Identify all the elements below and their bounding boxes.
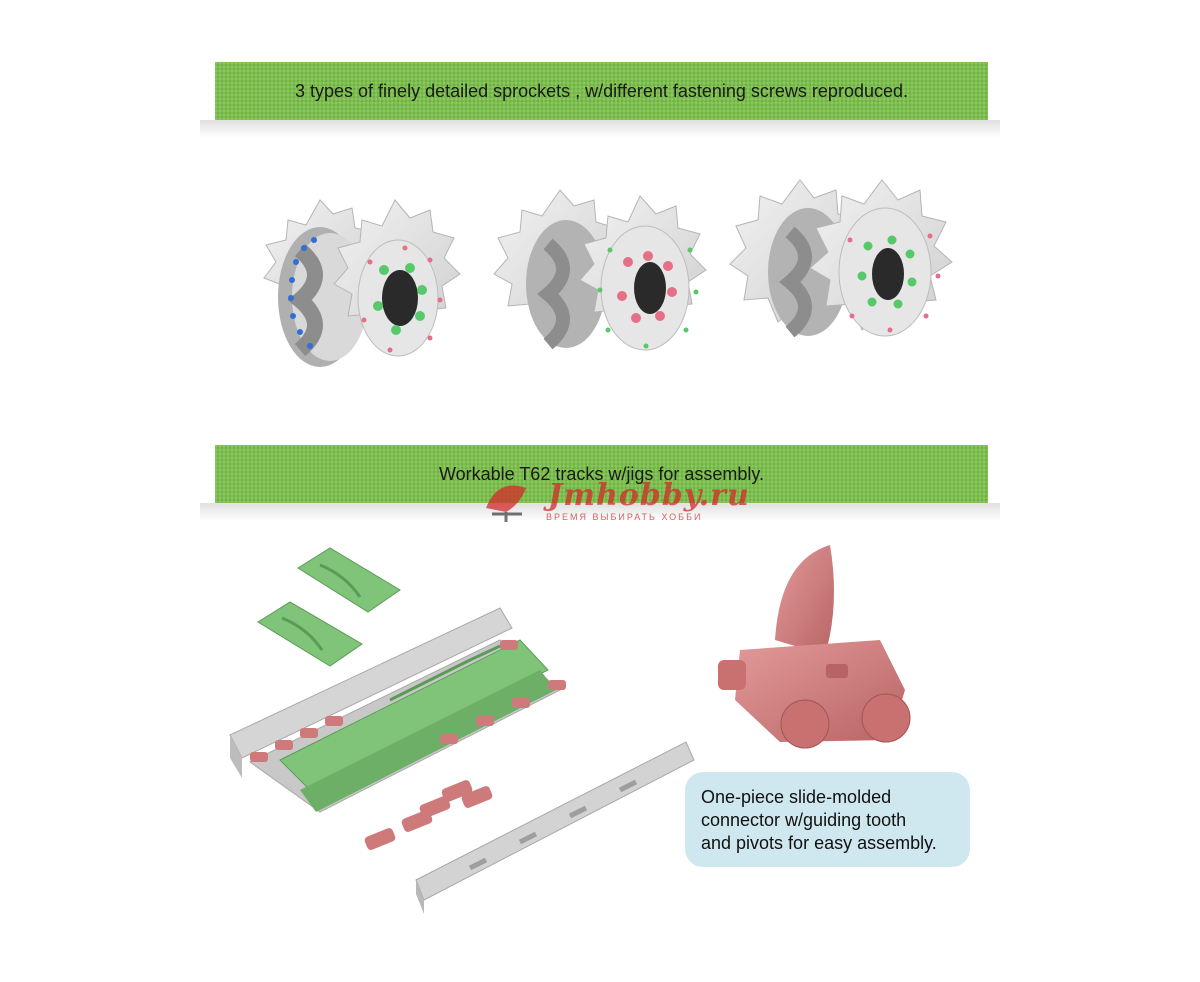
banner-shadow: [200, 120, 1000, 138]
connector-callout: One-piece slide-molded connector w/guidi…: [685, 772, 970, 867]
watermark: Jmhobby.ru ВРЕМЯ ВЫБИРАТЬ ХОББИ: [478, 468, 749, 528]
sprocket-type-1: [263, 199, 461, 367]
green-screws: [373, 263, 427, 335]
pink-screws: [847, 233, 941, 333]
green-screws: [597, 247, 699, 349]
sprocket-type-3: [729, 179, 953, 338]
pink-screws: [617, 251, 677, 323]
green-screws: [857, 235, 917, 309]
watermark-brand: Jmhobby.ru: [548, 478, 750, 513]
blue-screws: [288, 237, 317, 349]
track-assembly-jig: [229, 607, 566, 813]
banner-shadow: [200, 503, 1000, 521]
pink-screws: [361, 245, 443, 353]
callout-line: connector w/guiding tooth: [701, 810, 907, 830]
hobby-logo-icon: [486, 485, 526, 522]
track-jig-bar: [415, 741, 695, 914]
banner-sprockets: 3 types of finely detailed sprockets , w…: [215, 62, 988, 120]
sprocket-type-2: [493, 189, 707, 351]
pink-connectors-row: [250, 640, 566, 762]
watermark-tagline: ВРЕМЯ ВЫБИРАТЬ ХОББИ: [546, 512, 703, 522]
callout-line: and pivots for easy assembly.: [701, 833, 937, 853]
banner-tracks-text: Workable T62 tracks w/jigs for assembly.: [438, 463, 765, 484]
callout-line: One-piece slide-molded: [701, 787, 892, 807]
banner-sprockets-text: 3 types of finely detailed sprockets , w…: [295, 80, 908, 101]
sprocket-front-wheel: [333, 199, 461, 357]
loose-pink-connectors: [364, 780, 493, 850]
banner-tracks: Workable T62 tracks w/jigs for assembly.: [215, 445, 988, 503]
loose-track-links: [257, 547, 401, 667]
connector-closeup: [718, 545, 911, 749]
